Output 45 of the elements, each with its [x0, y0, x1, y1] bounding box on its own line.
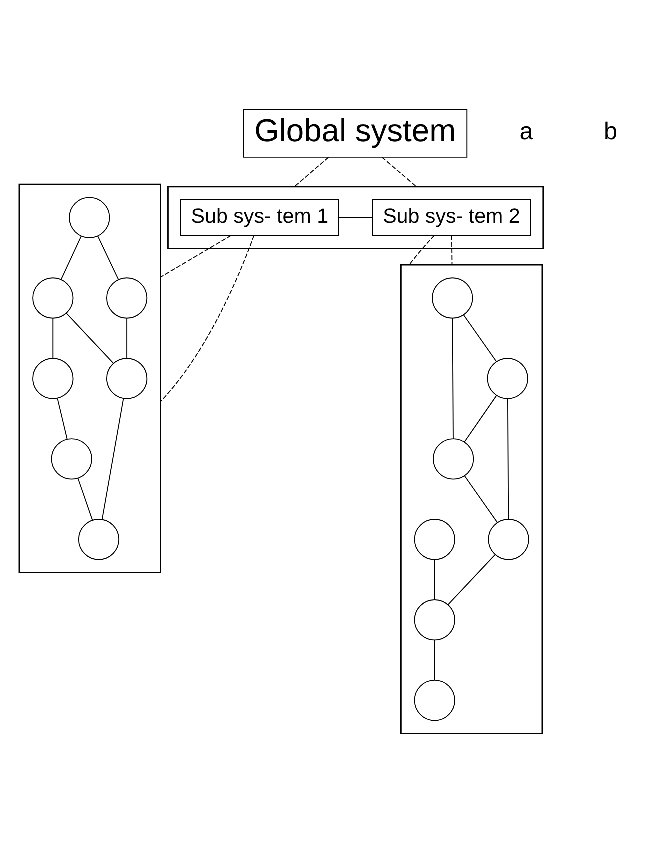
connector: [434, 640, 436, 680]
node-circle: [106, 277, 148, 318]
connector: [464, 394, 498, 442]
node-circle: [432, 277, 474, 318]
node-circle: [32, 277, 74, 318]
connector: [452, 317, 454, 439]
connector: [126, 318, 128, 359]
connector: [97, 235, 120, 280]
node-box: Global system: [243, 108, 468, 158]
node-circle: [414, 679, 456, 721]
node-box: Sub sys- tem 2: [372, 199, 532, 236]
label: a: [520, 118, 534, 145]
connector: [160, 234, 232, 278]
connector: [160, 234, 255, 402]
connector: [66, 312, 114, 364]
connector: [382, 156, 418, 187]
node-circle: [106, 358, 148, 399]
connector: [294, 156, 330, 187]
node-circle: [32, 358, 74, 399]
cluster: [400, 264, 544, 734]
label: b: [604, 118, 618, 145]
connector: [463, 314, 498, 362]
node-circle: [69, 196, 110, 238]
node-circle: [414, 518, 456, 560]
connector: [448, 554, 496, 605]
connector: [52, 318, 54, 359]
connector: [451, 234, 453, 266]
node-circle: [78, 518, 120, 560]
connector: [464, 475, 498, 523]
connector: [507, 398, 510, 520]
node-circle: [51, 438, 92, 480]
node-circle: [433, 438, 474, 480]
connector: [60, 236, 82, 280]
cluster: [18, 183, 162, 574]
connector: [78, 477, 94, 520]
node-box: Sub sys- tem 1: [180, 199, 340, 236]
node-circle: [414, 599, 456, 640]
node-circle: [487, 358, 528, 399]
cluster: [168, 186, 544, 249]
connector: [57, 398, 68, 440]
connector: [338, 216, 373, 218]
connector: [102, 398, 124, 520]
connector: [408, 234, 436, 266]
connector: [434, 559, 436, 600]
node-circle: [488, 518, 530, 560]
